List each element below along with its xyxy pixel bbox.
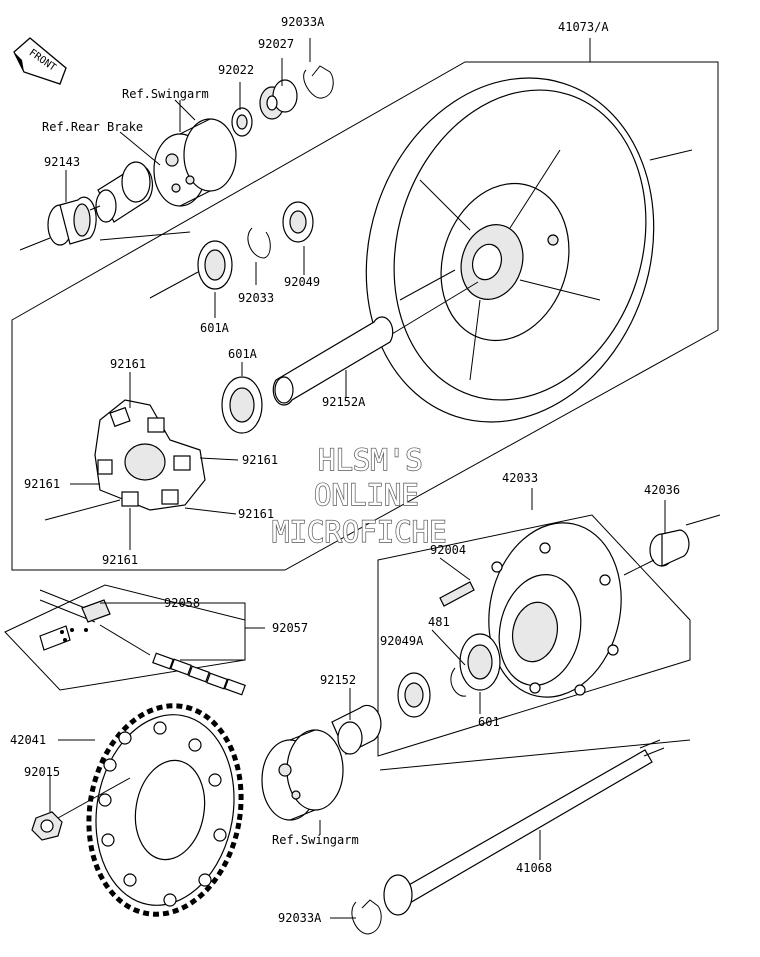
watermark-line-2: ONLINE — [314, 478, 419, 512]
label-601A-upper: 601A — [200, 321, 230, 335]
bearing-601A-upper — [197, 240, 233, 290]
label-92058: 92058 — [164, 596, 200, 610]
label-92152A: 92152A — [322, 395, 366, 409]
label-92161-left: 92161 — [24, 477, 60, 491]
label-92161-right: 92161 — [242, 453, 278, 467]
label-92027: 92027 — [258, 37, 294, 51]
label-42036: 42036 — [644, 483, 680, 497]
leader-lines — [49, 38, 666, 919]
seal-92027 — [259, 79, 298, 120]
nut-92015 — [31, 811, 63, 841]
brake-drum-ref-swingarm — [153, 118, 237, 207]
circlip-92033A-bottom — [351, 899, 382, 935]
spacer-92022 — [231, 107, 253, 137]
label-92004: 92004 — [430, 543, 466, 557]
coupling-ref-swingarm — [261, 729, 344, 821]
label-ref-rear-brake: Ref.Rear Brake — [42, 120, 143, 134]
circlip-92033A-top — [303, 65, 334, 99]
label-92152: 92152 — [320, 673, 356, 687]
label-92049A: 92049A — [380, 634, 424, 648]
label-92143: 92143 — [44, 155, 80, 169]
wheel-group-box — [11, 61, 719, 571]
label-92022: 92022 — [218, 63, 254, 77]
collar-92143 — [47, 196, 97, 246]
label-92033A-bottom: 92033A — [278, 911, 322, 925]
label-601A-lower: 601A — [228, 347, 258, 361]
seal-92049A — [397, 672, 431, 718]
label-92033: 92033 — [238, 291, 274, 305]
label-481: 481 — [428, 615, 450, 629]
label-92161-lower-right: 92161 — [238, 507, 274, 521]
axle-41068 — [383, 739, 665, 916]
label-41068: 41068 — [516, 861, 552, 875]
label-92161-top: 92161 — [110, 357, 146, 371]
circlip-481 — [450, 667, 467, 697]
damper-92161 — [94, 399, 206, 511]
sprocket-hub-42033 — [488, 522, 622, 698]
watermark-line-3: MICROFICHE — [272, 515, 447, 549]
shaft-ref-rear-brake — [95, 161, 154, 223]
bearing-601 — [459, 633, 501, 691]
label-42041: 42041 — [10, 733, 46, 747]
label-92033A-top: 92033A — [281, 15, 325, 29]
rear-sprocket-42041 — [86, 703, 244, 917]
watermark-line-1: HLSM'S — [318, 443, 423, 477]
label-92049: 92049 — [284, 275, 320, 289]
stud-92004 — [439, 581, 475, 607]
circlip-92033 — [247, 227, 271, 259]
label-42033: 42033 — [502, 471, 538, 485]
label-92057: 92057 — [272, 621, 308, 635]
drive-chain-92057 — [39, 589, 246, 696]
label-41073A: 41073/A — [558, 20, 609, 34]
label-ref-swingarm-top: Ref.Swingarm — [122, 87, 209, 101]
label-ref-swingarm-bottom: Ref.Swingarm — [272, 833, 359, 847]
spacer-92152A — [272, 281, 479, 406]
front-arrow-icon: FRONT — [13, 37, 67, 85]
collar-42036 — [649, 529, 690, 567]
bearing-601A-lower — [221, 376, 263, 434]
label-92015: 92015 — [24, 765, 60, 779]
seal-92049 — [282, 201, 314, 243]
label-601: 601 — [478, 715, 500, 729]
rear-wheel — [365, 77, 693, 423]
spacer-92152 — [331, 704, 382, 755]
label-92161-bottom: 92161 — [102, 553, 138, 567]
